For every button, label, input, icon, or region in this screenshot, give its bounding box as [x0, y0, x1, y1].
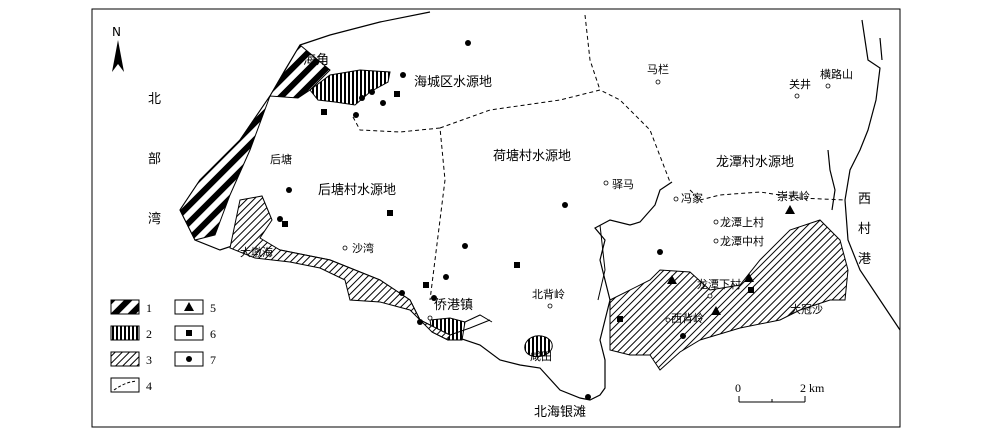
legend-area-2-zone [309, 69, 391, 106]
legend-area-1-zone [179, 44, 331, 241]
xicun-harbor-shore-inner [827, 37, 883, 211]
coast-inlet [449, 224, 606, 336]
legend-item-5: 5 [210, 301, 216, 315]
xicun-char-3: 港 [858, 252, 871, 267]
beibu-gulf-char-1: 北 [148, 92, 161, 107]
legend-item-7: 7 [210, 353, 216, 367]
place-daguansha: 大冠沙 [790, 302, 823, 316]
zone-houtang: 后塘村水源地 [318, 182, 396, 198]
legend-item-1: 1 [146, 301, 152, 315]
legend: 1 2 3 4 5 6 7 [110, 299, 216, 393]
xiantian-island [524, 335, 553, 358]
place-longtan-lower: 龙潭下村 [697, 277, 741, 291]
beibu-gulf-char-2: 部 [148, 152, 161, 167]
xicun-char-1: 西 [858, 192, 871, 207]
place-houtang: 后塘 [270, 152, 292, 166]
north-arrow: N [112, 25, 124, 72]
scale-bar: 0 2 km [735, 381, 825, 403]
place-longtan-middle: 龙潭中村 [720, 234, 764, 248]
place-qiaogang: 侨港镇 [434, 298, 473, 313]
legend-area-3-zone-longtan [609, 219, 849, 371]
square-markers [282, 91, 754, 322]
well-dots [277, 40, 686, 400]
place-guanjing: 关井 [789, 77, 811, 91]
scale-zero: 0 [735, 381, 741, 395]
place-fengjia: 冯家 [681, 191, 703, 205]
place-haijiao: 海角 [303, 53, 329, 68]
xicun-harbor-shore [844, 19, 901, 331]
place-xibeiling: 西背岭 [671, 311, 704, 325]
place-yintan: 北海银滩 [534, 405, 586, 420]
place-xiantian: 咸田 [530, 350, 552, 363]
settlement-markers [342, 79, 831, 323]
place-dadunhai: 大墩海 [240, 245, 273, 259]
place-malan: 马栏 [647, 62, 669, 76]
legend-item-4: 4 [146, 379, 152, 393]
scale-two: 2 km [800, 381, 825, 395]
legend-item-2: 2 [146, 327, 152, 341]
place-beibeiling: 北背岭 [532, 287, 565, 301]
xicun-char-2: 村 [858, 222, 871, 237]
zone-hetang: 荷塘村水源地 [493, 148, 571, 164]
place-yima: 驿马 [612, 178, 634, 191]
map-frame [91, 8, 901, 428]
place-longtan-upper: 龙潭上村 [720, 215, 764, 229]
zone-haicheng: 海城区水源地 [414, 75, 492, 90]
triangle-markers [667, 205, 795, 315]
legend-item-6: 6 [210, 327, 216, 341]
legend-item-3: 3 [146, 353, 152, 367]
north-label: N [112, 25, 121, 39]
place-henglushan: 横路山 [820, 67, 853, 81]
legend-area-3-zone-houtang-coast [229, 195, 451, 341]
place-shawan: 沙湾 [352, 241, 374, 255]
beibu-gulf-char-3: 湾 [148, 211, 161, 227]
zone-longtan: 龙潭村水源地 [716, 155, 794, 170]
place-chongbiaoling: 崇表岭 [777, 189, 810, 203]
